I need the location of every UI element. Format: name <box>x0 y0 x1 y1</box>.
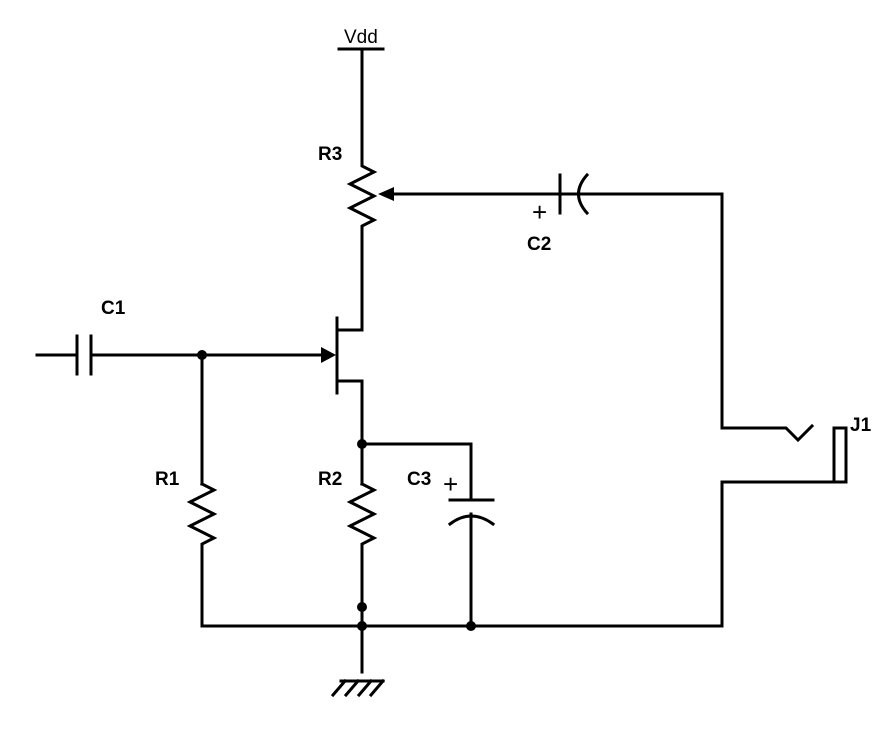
ground-symbol <box>330 678 386 698</box>
ground-bus <box>200 602 724 631</box>
c2-polarity-mark: + <box>532 197 547 227</box>
c1-capacitor: C1 <box>35 298 328 376</box>
ground-node-dot <box>357 621 367 631</box>
c2-label: C2 <box>527 234 551 255</box>
vdd-supply: Vdd <box>337 27 385 164</box>
c3-label: C3 <box>407 469 431 490</box>
r3-wiper-arrow <box>378 187 394 201</box>
r3-potentiometer: R3 <box>318 144 724 332</box>
j1-jack: J1 <box>832 415 872 484</box>
r3-label: R3 <box>318 144 342 165</box>
c3-ground-node-dot <box>466 621 476 631</box>
r1-label: R1 <box>155 469 180 490</box>
gate-arrow <box>321 347 336 363</box>
output-wiring <box>720 192 848 628</box>
c1-label: C1 <box>101 298 126 319</box>
c2-capacitor: + C2 <box>527 172 590 255</box>
r2-label: R2 <box>318 469 342 490</box>
c3-polarity-mark: + <box>443 469 458 499</box>
jfet-transistor <box>321 316 364 446</box>
c3-capacitor: + C3 <box>360 442 496 628</box>
j1-label: J1 <box>850 415 872 436</box>
vdd-label: Vdd <box>344 27 378 48</box>
r2-ground-node-dot <box>357 602 367 612</box>
r1-resistor: R1 <box>155 353 218 628</box>
r2-resistor: R2 <box>318 442 378 674</box>
